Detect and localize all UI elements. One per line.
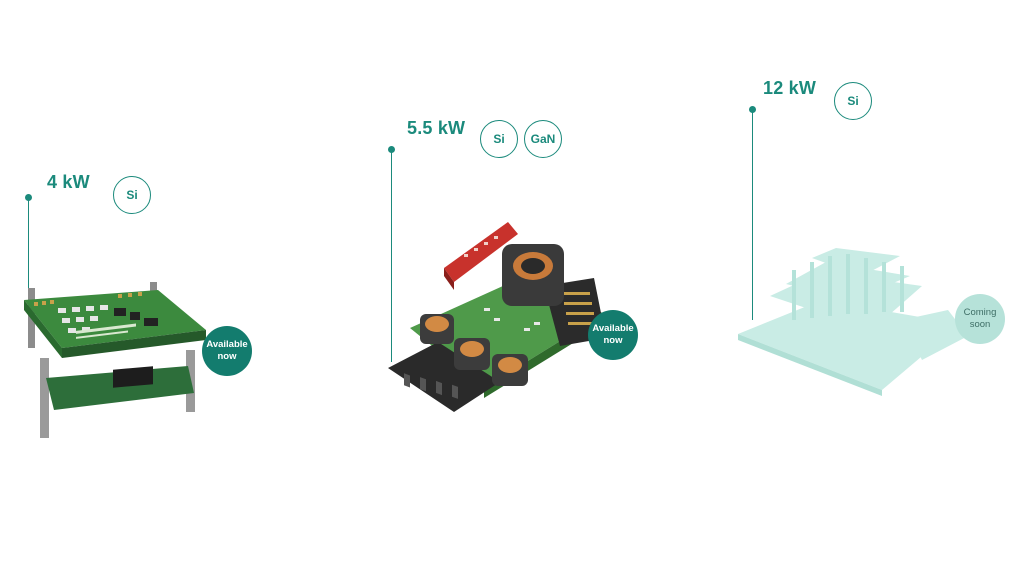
placeholder-board-image: [738, 248, 968, 396]
leader-dot: [749, 106, 756, 113]
power-rating: 4 kW: [47, 172, 90, 192]
status-badge: Available now: [588, 310, 638, 360]
leader-dot: [25, 194, 32, 201]
chip-si-badge: Si: [480, 120, 518, 158]
status-badge: Coming soon: [955, 294, 1005, 344]
pcb-board-image: [24, 282, 206, 438]
leader-line: [752, 110, 753, 320]
pcb-board-image: [388, 222, 606, 412]
leader-dot: [388, 146, 395, 153]
power-rating: 12 kW: [763, 78, 817, 98]
leader-line: [28, 198, 29, 294]
leader-line: [391, 150, 392, 362]
chip-si-badge: Si: [113, 176, 151, 214]
chip-gan-badge: GaN: [524, 120, 562, 158]
power-rating: 5.5 kW: [407, 118, 466, 138]
status-badge: Available now: [202, 326, 252, 376]
chip-si-badge: Si: [834, 82, 872, 120]
